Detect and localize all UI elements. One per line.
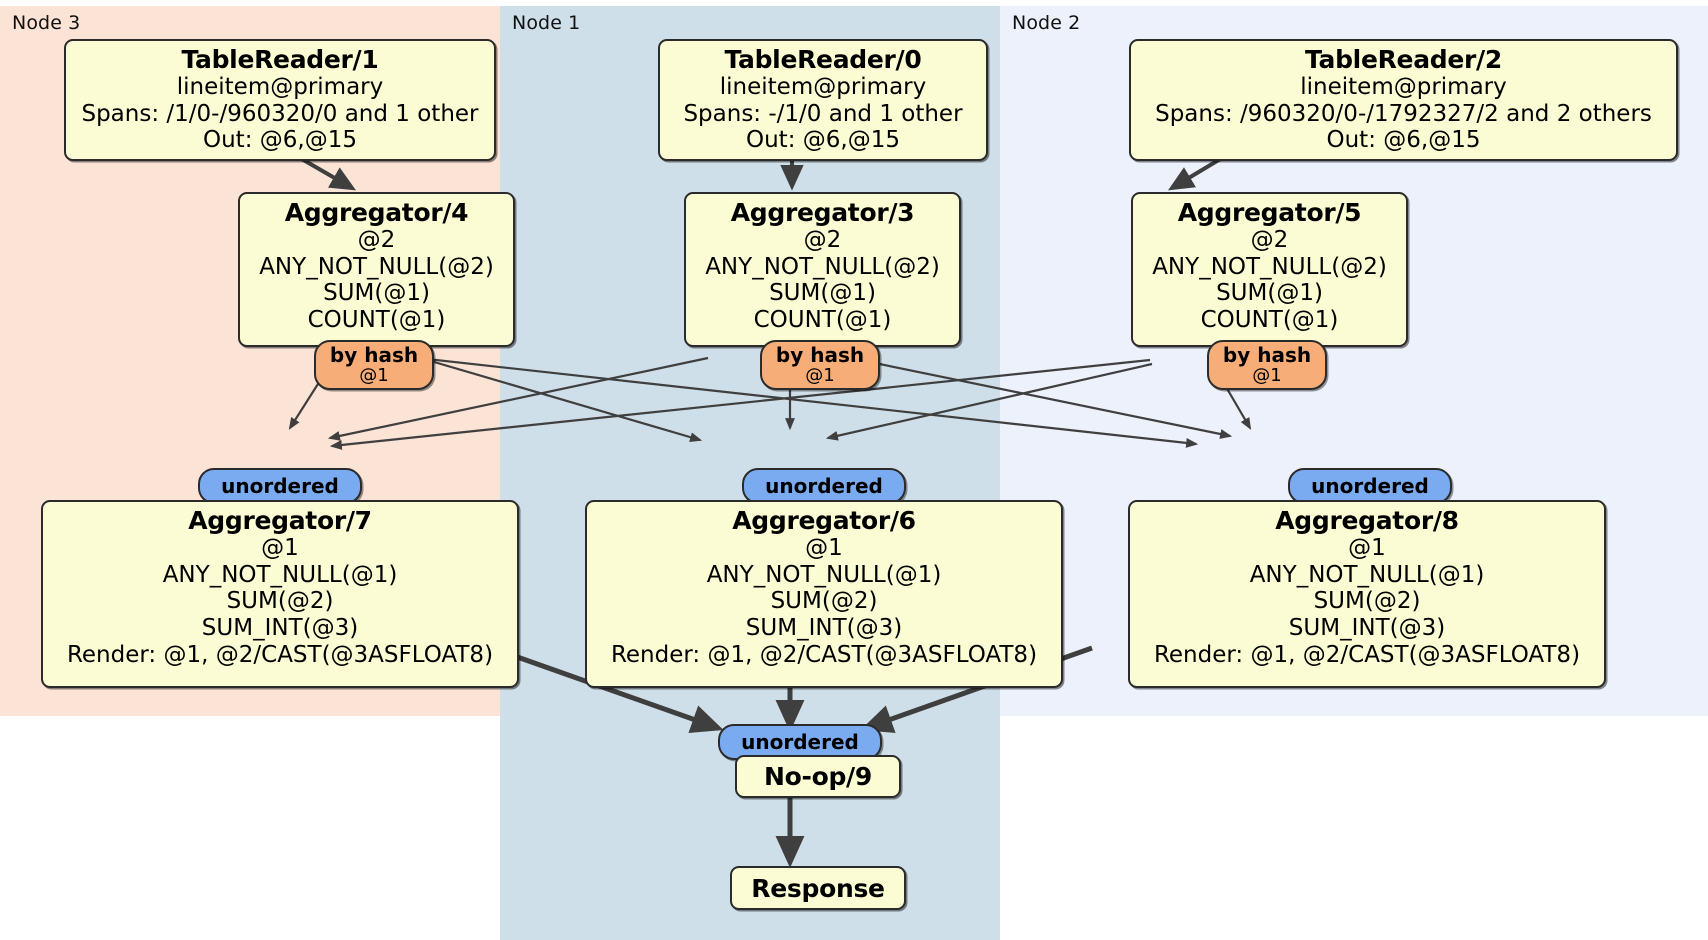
- processor-aggregator-4[interactable]: Aggregator/4 @2 ANY_NOT_NULL(@2) SUM(@1)…: [238, 192, 515, 347]
- hash-badge-title: by hash: [329, 343, 419, 367]
- processor-title: Aggregator/5: [1177, 198, 1362, 227]
- processor-title: TableReader/2: [1304, 45, 1502, 74]
- processor-line: COUNT(@1): [753, 307, 892, 334]
- hash-badge-title: by hash: [1222, 343, 1312, 367]
- hash-badge-title: by hash: [775, 343, 865, 367]
- processor-noop-9[interactable]: No-op/9: [735, 755, 901, 798]
- processor-line: COUNT(@1): [307, 307, 446, 334]
- processor-line: SUM(@1): [323, 280, 430, 307]
- unordered-badge-right[interactable]: unordered: [1288, 468, 1452, 504]
- unordered-badge-center[interactable]: unordered: [742, 468, 906, 504]
- processor-line: Spans: /1/0-/960320/0 and 1 other: [81, 100, 479, 127]
- processor-line: ANY_NOT_NULL(@1): [706, 561, 942, 588]
- processor-tablereader-0[interactable]: TableReader/0 lineitem@primary Spans: -/…: [658, 39, 988, 161]
- processor-line: @2: [357, 227, 396, 253]
- hash-badge-sub: @1: [1252, 365, 1282, 386]
- node-label-node3: Node 3: [12, 12, 81, 34]
- processor-response[interactable]: Response: [730, 866, 906, 910]
- processor-line: Spans: /960320/0-/1792327/2 and 2 others: [1155, 100, 1652, 127]
- processor-aggregator-7[interactable]: Aggregator/7 @1 ANY_NOT_NULL(@1) SUM(@2)…: [41, 500, 519, 688]
- unordered-badge-label: unordered: [221, 474, 339, 498]
- node-label-node2: Node 2: [1012, 12, 1081, 34]
- processor-line: SUM(@1): [1216, 280, 1323, 307]
- processor-title: Aggregator/6: [732, 506, 916, 535]
- processor-line: SUM(@2): [1313, 588, 1421, 615]
- unordered-badge-label: unordered: [741, 730, 859, 754]
- processor-line: @1: [261, 535, 299, 561]
- processor-title: Aggregator/3: [730, 198, 915, 227]
- processor-line: Render: @1, @2/CAST(@3ASFLOAT8): [610, 641, 1038, 668]
- processor-title: Aggregator/8: [1275, 506, 1459, 535]
- processor-line: SUM(@1): [769, 280, 876, 307]
- node-label-node1: Node 1: [512, 12, 581, 34]
- hash-badge-right[interactable]: by hash @1: [1207, 340, 1327, 390]
- processor-line: lineitem@primary: [719, 74, 927, 100]
- processor-line: ANY_NOT_NULL(@2): [259, 253, 494, 280]
- processor-line: @1: [805, 535, 843, 561]
- processor-aggregator-3[interactable]: Aggregator/3 @2 ANY_NOT_NULL(@2) SUM(@1)…: [684, 192, 961, 347]
- processor-line: lineitem@primary: [1300, 74, 1507, 100]
- processor-line: ANY_NOT_NULL(@2): [1152, 253, 1387, 280]
- processor-line: SUM(@2): [770, 588, 878, 615]
- processor-title: Aggregator/4: [284, 198, 469, 227]
- processor-title: TableReader/1: [181, 45, 379, 74]
- processor-line: COUNT(@1): [1200, 307, 1339, 334]
- processor-line: @1: [1348, 535, 1386, 561]
- processor-line: SUM_INT(@3): [745, 615, 903, 642]
- processor-line: @2: [1250, 227, 1289, 253]
- processor-line: Render: @1, @2/CAST(@3ASFLOAT8): [66, 641, 494, 668]
- hash-badge-left[interactable]: by hash @1: [314, 340, 434, 390]
- processor-line: ANY_NOT_NULL(@2): [705, 253, 940, 280]
- processor-line: Spans: -/1/0 and 1 other: [683, 100, 963, 127]
- processor-line: ANY_NOT_NULL(@1): [1249, 561, 1485, 588]
- processor-title: TableReader/0: [724, 45, 922, 74]
- unordered-badge-label: unordered: [765, 474, 883, 498]
- processor-title: No-op/9: [764, 762, 872, 791]
- hash-badge-sub: @1: [805, 365, 835, 386]
- processor-aggregator-5[interactable]: Aggregator/5 @2 ANY_NOT_NULL(@2) SUM(@1)…: [1131, 192, 1408, 347]
- processor-line: Render: @1, @2/CAST(@3ASFLOAT8): [1153, 641, 1581, 668]
- processor-line: SUM_INT(@3): [201, 615, 359, 642]
- processor-aggregator-8[interactable]: Aggregator/8 @1 ANY_NOT_NULL(@1) SUM(@2)…: [1128, 500, 1606, 688]
- unordered-badge-label: unordered: [1311, 474, 1429, 498]
- processor-line: SUM_INT(@3): [1288, 615, 1446, 642]
- processor-line: lineitem@primary: [176, 74, 384, 100]
- processor-aggregator-6[interactable]: Aggregator/6 @1 ANY_NOT_NULL(@1) SUM(@2)…: [585, 500, 1063, 688]
- processor-tablereader-2[interactable]: TableReader/2 lineitem@primary Spans: /9…: [1129, 39, 1678, 161]
- unordered-badge-final[interactable]: unordered: [718, 724, 882, 760]
- processor-tablereader-1[interactable]: TableReader/1 lineitem@primary Spans: /1…: [64, 39, 496, 161]
- processor-line: SUM(@2): [226, 588, 334, 615]
- processor-title: Aggregator/7: [188, 506, 372, 535]
- processor-line: ANY_NOT_NULL(@1): [162, 561, 398, 588]
- hash-badge-sub: @1: [359, 365, 389, 386]
- processor-line: Out: @6,@15: [203, 127, 357, 154]
- processor-title: Response: [751, 873, 885, 903]
- unordered-badge-left[interactable]: unordered: [198, 468, 362, 504]
- processor-line: @2: [803, 227, 842, 253]
- processor-line: Out: @6,@15: [746, 127, 900, 154]
- hash-badge-center[interactable]: by hash @1: [760, 340, 880, 390]
- processor-line: Out: @6,@15: [1326, 127, 1481, 154]
